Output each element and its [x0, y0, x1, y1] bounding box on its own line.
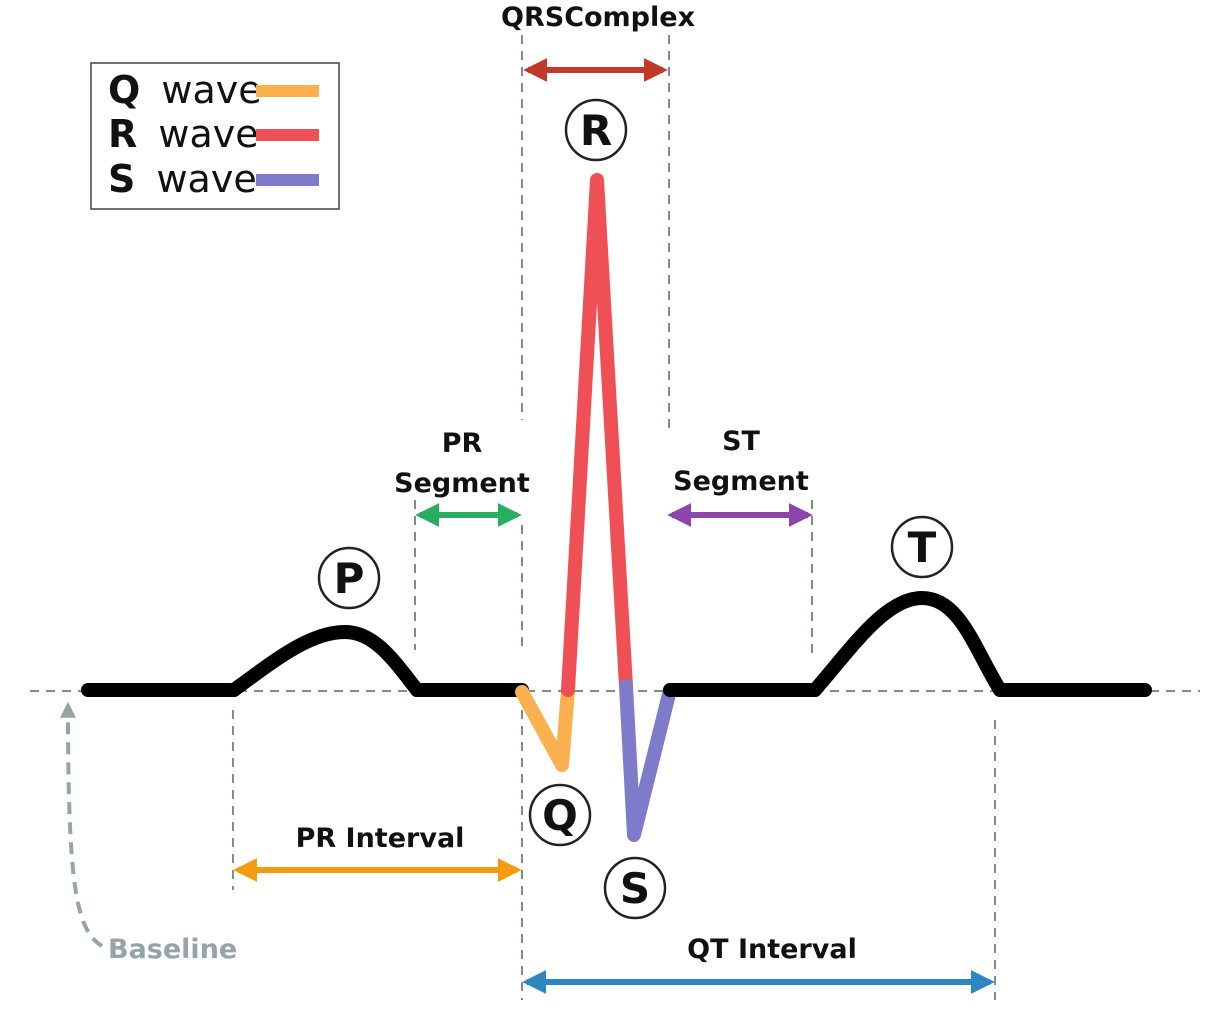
peak-p-letter: P: [334, 554, 365, 603]
legend-q-text: wave: [161, 68, 261, 112]
t-wave-trace: [808, 591, 1007, 697]
legend-r-swatch: [256, 129, 319, 141]
pr-segment-label-line1: PR: [442, 428, 483, 459]
peak-s-letter: S: [620, 864, 650, 913]
peak-q-circle: [528, 783, 592, 847]
peak-s-circle: [603, 856, 667, 920]
legend-item-q-wave: Q wave: [108, 68, 319, 112]
pr-segment-label-line2: Segment: [394, 468, 530, 499]
peak-r: R: [564, 98, 628, 162]
legend: Q wave R wave S wave: [90, 62, 340, 210]
p-wave-trace: [227, 625, 424, 697]
svg-text:S wave: S wave: [108, 157, 257, 201]
peak-r-letter: R: [580, 106, 612, 155]
peak-t: T: [890, 515, 954, 579]
qrs-complex-label: QRSComplex: [501, 2, 695, 33]
pr-interval-label: PR Interval: [296, 823, 465, 854]
legend-q-letter: Q: [108, 68, 140, 112]
st-segment-label-line1: ST: [722, 426, 760, 457]
legend-s-swatch: [256, 174, 319, 186]
peak-t-letter: T: [908, 523, 937, 572]
legend-q-swatch: [256, 85, 319, 97]
legend-item-s-wave: S wave: [108, 157, 319, 201]
peak-s: S: [603, 856, 667, 920]
st-segment-label-line2: Segment: [673, 466, 809, 497]
peak-t-circle: [890, 515, 954, 579]
legend-s-letter: S: [108, 157, 135, 201]
legend-item-r-wave: R wave: [108, 112, 319, 156]
peak-q-letter: Q: [542, 791, 578, 840]
ecg-trace: [81, 173, 1152, 842]
svg-text:Q wave: Q wave: [108, 68, 262, 112]
s-wave-trace: [619, 679, 677, 842]
svg-text:R wave: R wave: [108, 112, 259, 156]
legend-r-letter: R: [108, 112, 137, 156]
qt-interval-label: QT Interval: [687, 934, 857, 965]
peak-p: P: [317, 546, 381, 610]
peak-p-circle: [317, 546, 381, 610]
q-wave-trace: [515, 683, 575, 772]
legend-s-text: wave: [156, 157, 256, 201]
peak-q: Q: [528, 783, 592, 847]
baseline-pointer-arrow: [60, 701, 104, 948]
baseline-label: Baseline: [108, 934, 237, 965]
legend-r-text: wave: [158, 112, 258, 156]
r-wave-trace: [561, 173, 633, 697]
peak-r-circle: [564, 98, 628, 162]
guide-lines: [232, 35, 996, 1000]
